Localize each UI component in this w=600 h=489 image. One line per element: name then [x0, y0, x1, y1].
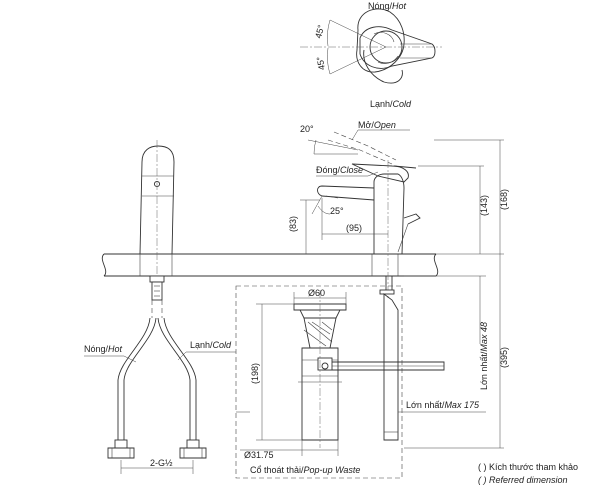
angle-20-label: 20°: [300, 124, 314, 134]
counter-band: [101, 253, 439, 277]
dim-60: Ø60: [308, 288, 325, 298]
hot-label-top: Nóng/Hot: [368, 1, 407, 11]
cold-label-top: Lạnh/Cold: [370, 99, 412, 109]
cold-hose-label: Lạnh/Cold: [190, 340, 232, 350]
notes: ( ) Kích thước tham khảo ( ) Referred di…: [478, 462, 578, 485]
waste-label: Cổ thoát thải/Pop-up Waste: [250, 465, 360, 475]
dim-395: (395): [499, 347, 509, 368]
open-label: Mở/Open: [358, 120, 396, 130]
max48-label: Lớn nhất/Max 48: [479, 322, 489, 390]
dim-198: (198): [250, 363, 260, 384]
angle-25-label: 25°: [330, 206, 344, 216]
dim-143: (143): [479, 195, 489, 216]
side-view: 20° 25° Mở/Open Đóng/Close (95) (83) (14…: [236, 120, 509, 449]
popup-waste: Ø60 (198) Ø31.75 Cổ thoát thải/Pop-up Wa…: [235, 285, 403, 479]
close-label: Đóng/Close: [316, 165, 363, 175]
front-view: 2-G½ Nóng/Hot Lạnh/Cold: [84, 140, 236, 474]
thread-label: 2-G½: [150, 458, 173, 468]
dim-95: (95): [346, 223, 362, 233]
dim-168: (168): [499, 189, 509, 210]
max175-label: Lớn nhất/Max 175: [406, 400, 480, 410]
dim-83: (83): [288, 216, 298, 232]
dim-3175: Ø31.75: [244, 450, 274, 460]
note-referred-en: ( ) Referred dimension: [478, 475, 568, 485]
top-view: 45° 45° Nóng/Hot Lạnh/Cold: [300, 1, 442, 109]
angle-45-upper: 45°: [313, 23, 326, 39]
angle-45-lower: 45°: [315, 55, 327, 71]
note-referred-vn: ( ) Kích thước tham khảo: [478, 462, 578, 472]
hot-hose-label: Nóng/Hot: [84, 344, 123, 354]
